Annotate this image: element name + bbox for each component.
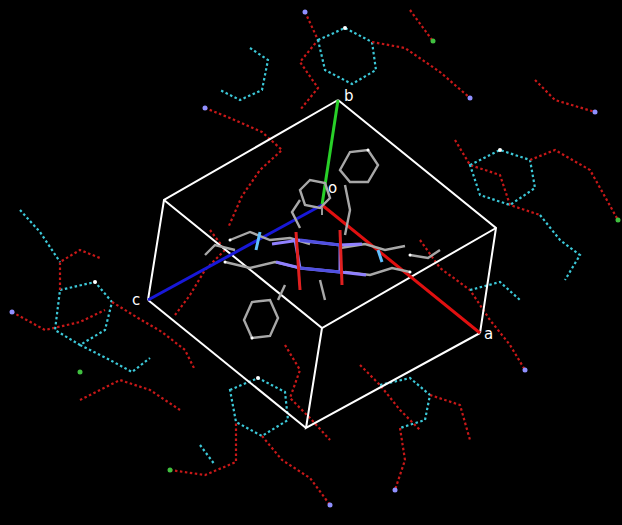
b-axis (322, 100, 338, 205)
atom-dots (10, 10, 621, 508)
hydrogen-bond-chains (12, 10, 618, 505)
hydrogen-atoms (224, 149, 412, 340)
axis-label: b (344, 88, 354, 104)
metal-bonds (256, 230, 382, 290)
molecule (205, 150, 440, 338)
unit-cell (148, 100, 496, 428)
a-axis (322, 205, 480, 333)
axis-label: o (328, 180, 337, 196)
axis-label: a (484, 326, 493, 342)
axis-label: c (132, 292, 140, 308)
